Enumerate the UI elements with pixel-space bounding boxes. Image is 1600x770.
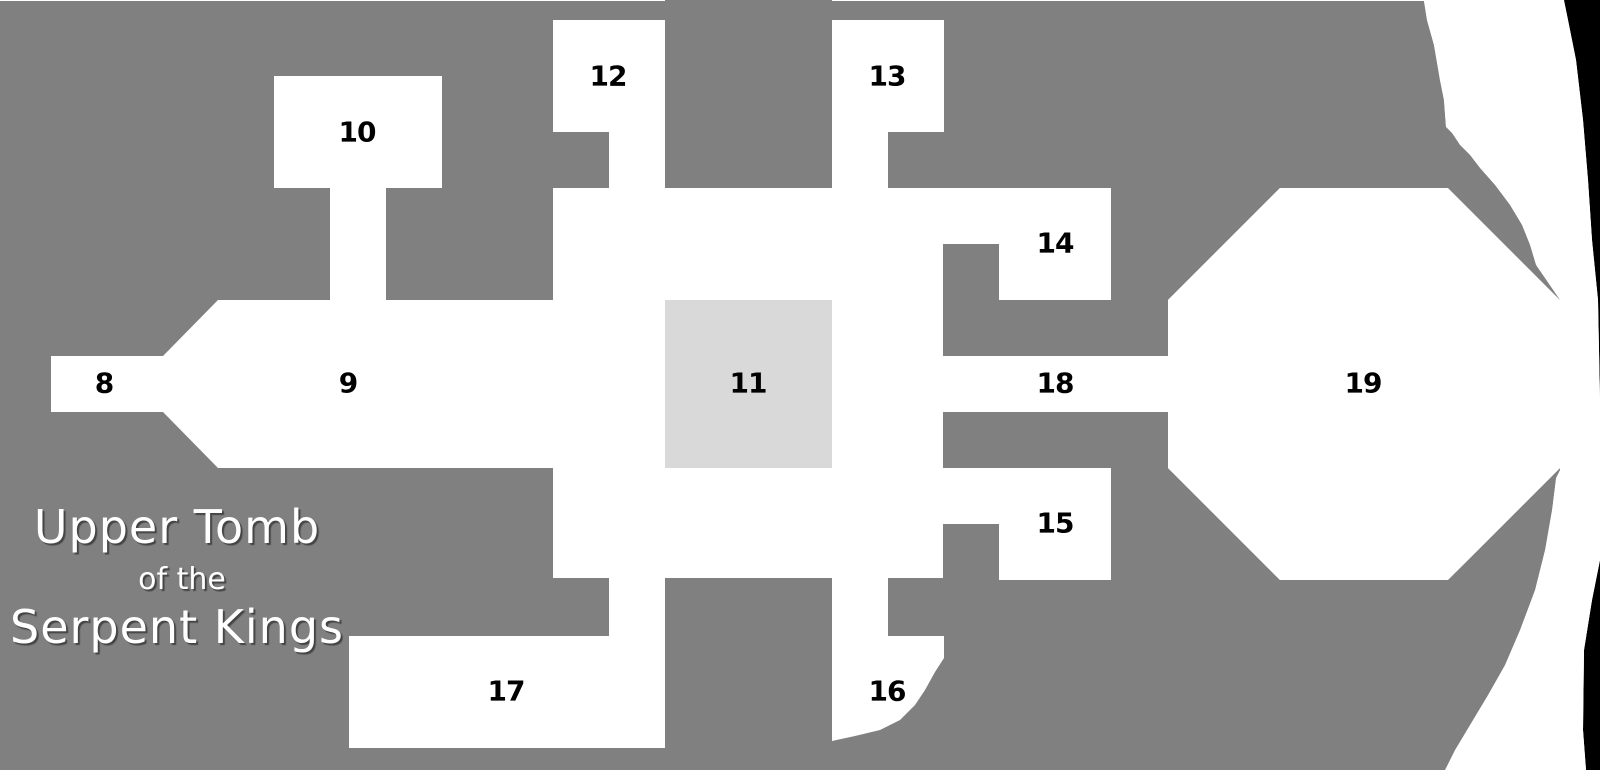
- room-label-14: 14: [1036, 226, 1075, 260]
- room-label-8: 8: [94, 366, 115, 400]
- room-label-15: 15: [1036, 506, 1075, 540]
- room-label-12: 12: [589, 59, 628, 93]
- map-title-line-2: of the: [138, 562, 226, 597]
- room-label-10: 10: [338, 115, 377, 149]
- room-label-19: 19: [1344, 366, 1383, 400]
- room-label-18: 18: [1036, 366, 1075, 400]
- room-label-13: 13: [868, 59, 907, 93]
- room-11-floor: [665, 300, 832, 468]
- room-label-16: 16: [868, 674, 907, 708]
- room-label-9: 9: [338, 366, 359, 400]
- rock-wedge-upper: [1446, 127, 1560, 300]
- rock-notches: [553, 0, 999, 770]
- room-label-17: 17: [487, 674, 526, 708]
- collapse-zone: [1424, 1, 1600, 770]
- rock-wedge-lower: [1440, 470, 1560, 770]
- map-title-line-3: Serpent Kings: [10, 600, 344, 654]
- map-title-line-1: Upper Tomb: [33, 500, 321, 554]
- room-label-11: 11: [729, 366, 768, 400]
- black-edge: [1564, 0, 1600, 770]
- room-19-floor: [1168, 188, 1560, 580]
